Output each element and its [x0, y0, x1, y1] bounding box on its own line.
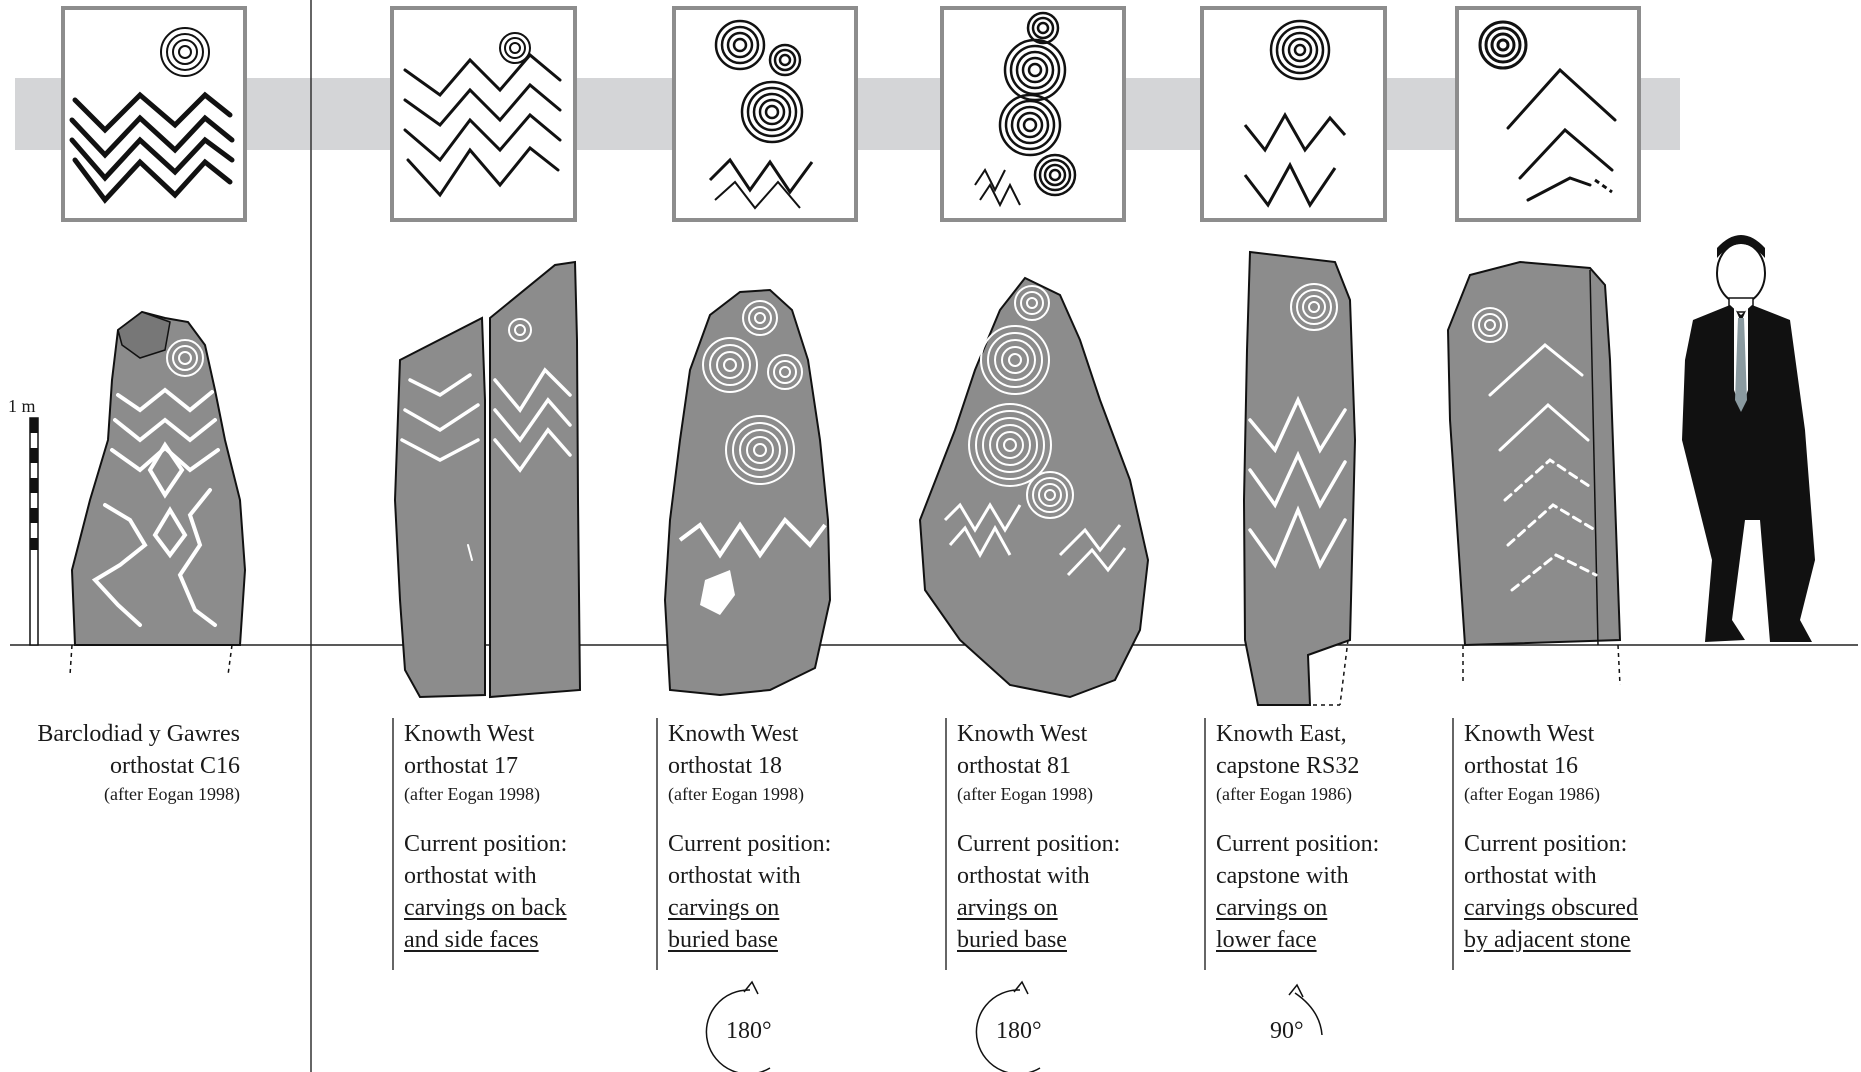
caption-title-line: Knowth East,: [1216, 721, 1347, 747]
motif-box-kw81: [942, 8, 1124, 220]
scale-label: 1 m: [8, 396, 36, 417]
position-line: orthostat with: [404, 863, 537, 889]
motif-box-ke32: [1202, 8, 1385, 220]
caption-source: (after Eogan 1998): [957, 782, 1197, 806]
position-line: orthostat with: [957, 863, 1090, 889]
caption-ke32: Knowth East, capstone RS32 (after Eogan …: [1216, 718, 1446, 956]
scale-bar: [30, 418, 38, 645]
position-label: Current position:: [957, 831, 1120, 857]
caption-position: Current position: orthostat with arvings…: [957, 828, 1197, 956]
caption-source: (after Eogan 1998): [404, 782, 644, 806]
position-line: by adjacent stone: [1464, 927, 1631, 953]
stone-ke32: [1244, 252, 1355, 705]
position-line: and side faces: [404, 927, 539, 953]
caption-title-line: Barclodiad y Gawres: [37, 721, 240, 747]
caption-position: Current position: orthostat with carving…: [404, 828, 644, 956]
caption-title-line: capstone RS32: [1216, 753, 1359, 779]
caption-c16: Barclodiad y Gawres orthostat C16 (after…: [10, 718, 240, 806]
caption-title-line: orthostat 18: [668, 753, 782, 779]
rotation-label-kw18: 180°: [726, 1018, 772, 1045]
stone-kw81: [920, 278, 1148, 697]
position-line: orthostat with: [668, 863, 801, 889]
position-line: buried base: [957, 927, 1067, 953]
caption-position: Current position: orthostat with carving…: [1464, 828, 1714, 956]
rotation-label-kw81: 180°: [996, 1018, 1042, 1045]
human-silhouette: [1682, 235, 1815, 642]
motif-box-kw17: [392, 8, 575, 220]
position-label: Current position:: [1464, 831, 1627, 857]
position-line: buried base: [668, 927, 778, 953]
caption-source: (after Eogan 1986): [1464, 782, 1714, 806]
stone-kw16: [1448, 262, 1620, 685]
motif-box-c16: [63, 8, 245, 220]
caption-position: Current position: capstone with carvings…: [1216, 828, 1446, 956]
position-line: carvings on: [668, 895, 779, 921]
position-line: lower face: [1216, 927, 1317, 953]
caption-title-line: orthostat 17: [404, 753, 518, 779]
caption-source: (after Eogan 1986): [1216, 782, 1446, 806]
stone-c16: [70, 312, 245, 675]
rotation-label-ke32: 90°: [1270, 1018, 1304, 1045]
caption-kw16: Knowth West orthostat 16 (after Eogan 19…: [1464, 718, 1714, 956]
caption-position: Current position: orthostat with carving…: [668, 828, 928, 956]
stone-kw18: [665, 290, 830, 695]
caption-kw81: Knowth West orthostat 81 (after Eogan 19…: [957, 718, 1197, 956]
motif-box-kw16: [1457, 8, 1639, 220]
position-label: Current position:: [1216, 831, 1379, 857]
position-label: Current position:: [404, 831, 567, 857]
caption-title-line: orthostat 16: [1464, 753, 1578, 779]
position-line: arvings on: [957, 895, 1058, 921]
caption-title-line: orthostat C16: [110, 753, 240, 779]
position-line: carvings on: [1216, 895, 1327, 921]
caption-title-line: Knowth West: [404, 721, 534, 747]
position-line: carvings obscured: [1464, 895, 1638, 921]
caption-title-line: orthostat 81: [957, 753, 1071, 779]
caption-source: (after Eogan 1998): [668, 782, 928, 806]
caption-title-line: Knowth West: [957, 721, 1087, 747]
caption-source: (after Eogan 1998): [10, 782, 240, 806]
caption-kw18: Knowth West orthostat 18 (after Eogan 19…: [668, 718, 928, 956]
position-line: capstone with: [1216, 863, 1349, 889]
motif-box-kw18: [674, 8, 856, 220]
stone-kw17: [395, 262, 580, 697]
position-line: carvings on back: [404, 895, 567, 921]
caption-kw17: Knowth West orthostat 17 (after Eogan 19…: [404, 718, 644, 956]
caption-title-line: Knowth West: [1464, 721, 1594, 747]
position-line: orthostat with: [1464, 863, 1597, 889]
caption-title-line: Knowth West: [668, 721, 798, 747]
position-label: Current position:: [668, 831, 831, 857]
